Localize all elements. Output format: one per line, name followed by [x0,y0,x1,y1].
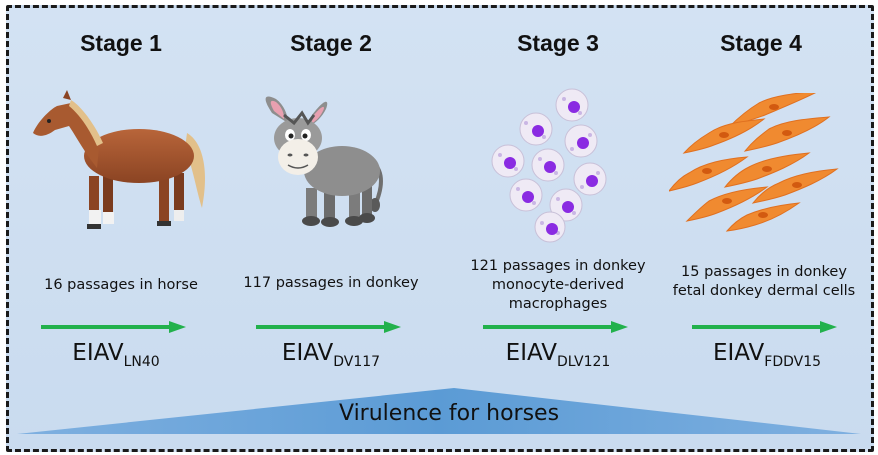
strain-subscript: DV117 [333,354,381,370]
stage-1-arrow [41,321,186,333]
strain-name: EIAV [712,340,765,366]
macrophage-icon [491,88,607,243]
virulence-label: Virulence for horses [339,401,560,426]
stage-3-title: Stage 3 [517,30,599,56]
diagram-frame: Stage 1 Stage 2 Stage 3 Stage 4 [6,5,874,452]
strain-subscript: DLV121 [556,354,611,370]
stage-3-description-line-1: 121 passages in donkey [470,258,646,274]
horse-icon [33,90,206,229]
stage-3-strain: EIAVDLV121 [448,340,668,370]
stage-1-strain: EIAVLN40 [9,340,226,370]
stage-1-description: 16 passages in horse [11,276,231,295]
strain-subscript: LN40 [123,354,160,370]
stage-3-description-line-3: macrophages [508,296,608,312]
stage-2-arrow [256,321,401,333]
stage-3-arrow [483,321,628,333]
stage-1-description-line: 16 passages in horse [44,277,198,293]
stage-4-description: 15 passages in donkey fetal donkey derma… [654,263,871,301]
stage-3-description-line-2: monocyte-derived [491,277,625,293]
stage-4-strain: EIAVFDDV15 [657,340,871,370]
strain-name: EIAV [281,340,334,366]
stage-4-arrow [692,321,837,333]
stage-2-strain: EIAVDV117 [221,340,441,370]
strain-name: EIAV [505,340,557,366]
virulence-triangle [17,388,861,434]
strain-subscript: FDDV15 [764,354,822,370]
strain-name: EIAV [72,340,124,366]
stage-2-description-line: 117 passages in donkey [243,275,419,291]
stage-4-title: Stage 4 [720,30,802,56]
dermal-cell-icon [669,93,839,232]
stage-3-description: 121 passages in donkey monocyte-derived … [448,257,668,314]
stage-2-description: 117 passages in donkey [221,274,441,293]
stage-4-description-line-1: 15 passages in donkey [681,264,847,280]
stage-2-title: Stage 2 [290,30,372,56]
stage-1-title: Stage 1 [80,30,162,56]
donkey-icon [265,96,383,227]
stage-4-description-line-2: fetal donkey dermal cells [672,283,856,299]
